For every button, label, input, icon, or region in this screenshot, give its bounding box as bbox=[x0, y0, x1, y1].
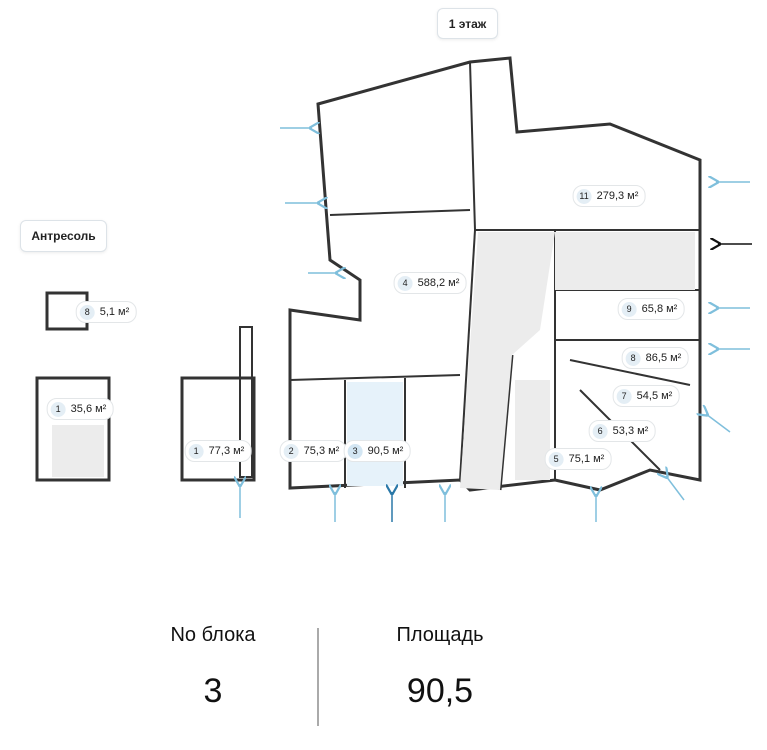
block-label[interactable]: 4 588,2 м² bbox=[393, 272, 467, 294]
floor-plan bbox=[35, 56, 752, 522]
area-label: Площадь bbox=[396, 624, 484, 646]
block-area: 86,5 м² bbox=[645, 352, 682, 364]
block-label[interactable]: 5 75,1 м² bbox=[544, 448, 612, 470]
block-number: 5 bbox=[548, 451, 564, 467]
block-area: 53,3 м² bbox=[612, 425, 649, 437]
block-area: 65,8 м² bbox=[641, 303, 678, 315]
block-label[interactable]: 7 54,5 м² bbox=[612, 385, 680, 407]
entrance-arrows bbox=[240, 128, 752, 522]
block-label-selected[interactable]: 3 90,5 м² bbox=[343, 440, 411, 462]
block-area: 75,3 м² bbox=[303, 445, 340, 457]
block-number: 1 bbox=[50, 401, 66, 417]
block-number-label: No блока bbox=[170, 624, 256, 646]
block-number: 3 bbox=[347, 443, 363, 459]
block-number: 8 bbox=[79, 304, 95, 320]
block-area: 35,6 м² bbox=[70, 403, 107, 415]
block-number: 8 bbox=[625, 350, 641, 366]
block-number: 11 bbox=[576, 188, 592, 204]
block-area: 75,1 м² bbox=[568, 453, 605, 465]
floor-1-button[interactable]: 1 этаж bbox=[437, 8, 498, 39]
block-label[interactable]: 8 86,5 м² bbox=[621, 347, 689, 369]
block-number: 6 bbox=[592, 423, 608, 439]
block-label[interactable]: 8 5,1 м² bbox=[75, 301, 137, 323]
block-area: 54,5 м² bbox=[636, 390, 673, 402]
mezzanine-button[interactable]: Антресоль bbox=[20, 220, 107, 252]
block-number: 4 bbox=[397, 275, 413, 291]
block-area: 5,1 м² bbox=[99, 306, 130, 318]
block-area: 588,2 м² bbox=[417, 277, 460, 289]
divider bbox=[317, 628, 319, 726]
block-area: 279,3 м² bbox=[596, 190, 639, 202]
block-area: 90,5 м² bbox=[367, 445, 404, 457]
block-number-value: 3 bbox=[203, 672, 223, 710]
area-value: 90,5 bbox=[406, 672, 474, 710]
block-area: 77,3 м² bbox=[208, 445, 245, 457]
block-label[interactable]: 9 65,8 м² bbox=[617, 298, 685, 320]
block-label[interactable]: 1 77,3 м² bbox=[184, 440, 252, 462]
block-label[interactable]: 1 35,6 м² bbox=[46, 398, 114, 420]
block-label[interactable]: 2 75,3 м² bbox=[279, 440, 347, 462]
selected-block-3[interactable] bbox=[347, 382, 403, 486]
block-number: 9 bbox=[621, 301, 637, 317]
block-label[interactable]: 11 279,3 м² bbox=[572, 185, 646, 207]
block-number: 1 bbox=[188, 443, 204, 459]
block-number: 2 bbox=[283, 443, 299, 459]
block-label[interactable]: 6 53,3 м² bbox=[588, 420, 656, 442]
block-number: 7 bbox=[616, 388, 632, 404]
